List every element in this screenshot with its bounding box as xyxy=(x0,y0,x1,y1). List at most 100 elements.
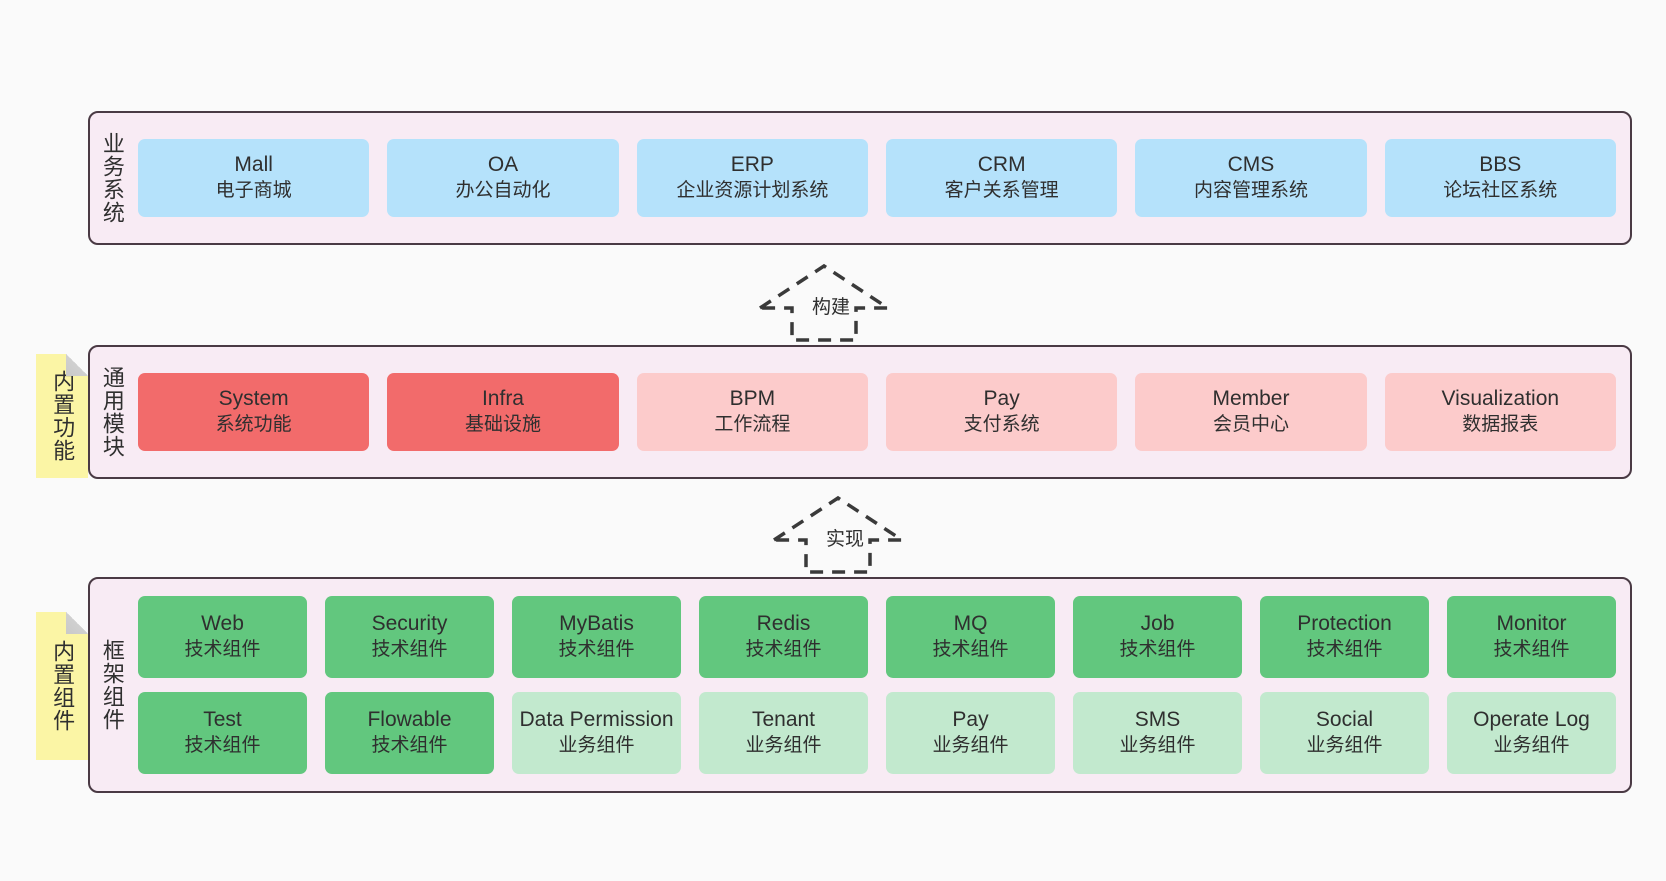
node-box-protection[interactable]: Protection 技术组件 xyxy=(1260,596,1429,678)
node-box-erp[interactable]: ERP 企业资源计划系统 xyxy=(636,139,868,217)
layer-body-business: Mall 电子商城 OA 办公自动化 ERP 企业资源计划系统 CRM 客户关系… xyxy=(134,113,1630,243)
node-box-operate-log[interactable]: Operate Log 业务组件 xyxy=(1447,692,1616,774)
node-subtitle: 业务组件 xyxy=(932,735,1009,757)
layer-body-common: System 系统功能 Infra 基础设施 BPM 工作流程 Pay 支付系统… xyxy=(134,347,1630,477)
node-box-test[interactable]: Test 技术组件 xyxy=(138,692,307,774)
node-title: BBS xyxy=(1479,153,1522,177)
node-title: Job xyxy=(1140,612,1175,636)
node-subtitle: 技术组件 xyxy=(1119,639,1196,661)
node-subtitle: 技术组件 xyxy=(558,639,635,661)
node-box-mybatis[interactable]: MyBatis 技术组件 xyxy=(512,596,681,678)
node-box-sms[interactable]: SMS 业务组件 xyxy=(1073,692,1242,774)
node-title: Mall xyxy=(234,153,273,177)
node-title: Data Permission xyxy=(519,708,674,732)
node-box-crm[interactable]: CRM 客户关系管理 xyxy=(885,139,1118,217)
node-box-security[interactable]: Security 技术组件 xyxy=(325,596,494,678)
layer-title-business: 业务系统 xyxy=(99,132,125,224)
node-title: Web xyxy=(201,612,244,636)
node-title: Pay xyxy=(952,708,989,732)
node-subtitle: 客户关系管理 xyxy=(944,180,1059,202)
node-title: Security xyxy=(371,612,448,636)
node-subtitle: 业务组件 xyxy=(745,735,822,757)
node-title: Flowable xyxy=(367,708,452,732)
sticky-note-builtin-function: 内置功能 xyxy=(36,354,88,478)
node-title: CRM xyxy=(977,153,1026,177)
node-title: Social xyxy=(1315,708,1374,732)
node-title: Test xyxy=(203,708,242,732)
node-box-bbs[interactable]: BBS 论坛社区系统 xyxy=(1384,139,1616,217)
layer-panel-common: 通用模块 System 系统功能 Infra 基础设施 BPM 工作流程 Pay… xyxy=(88,345,1632,479)
arrow-build-label: 构建 xyxy=(812,297,851,318)
node-title: BPM xyxy=(729,387,776,411)
node-subtitle: 论坛社区系统 xyxy=(1443,180,1558,202)
node-subtitle: 技术组件 xyxy=(371,639,448,661)
box-row: Test 技术组件 Flowable 技术组件 Data Permission … xyxy=(138,692,1616,774)
node-box-mq[interactable]: MQ 技术组件 xyxy=(886,596,1055,678)
node-title: Member xyxy=(1212,387,1290,411)
node-subtitle: 技术组件 xyxy=(371,735,448,757)
node-box-oa[interactable]: OA 办公自动化 xyxy=(387,139,619,217)
node-title: Tenant xyxy=(751,708,816,732)
node-box-bpm[interactable]: BPM 工作流程 xyxy=(636,373,868,451)
node-subtitle: 业务组件 xyxy=(558,735,635,757)
node-title: Protection xyxy=(1297,612,1392,636)
node-title: CMS xyxy=(1227,153,1275,177)
node-subtitle: 技术组件 xyxy=(932,639,1009,661)
node-subtitle: 办公自动化 xyxy=(455,180,551,202)
box-row: Mall 电子商城 OA 办公自动化 ERP 企业资源计划系统 CRM 客户关系… xyxy=(138,139,1616,217)
node-box-flowable[interactable]: Flowable 技术组件 xyxy=(325,692,494,774)
node-title: System xyxy=(218,387,289,411)
node-title: Redis xyxy=(756,612,811,636)
node-title: Pay xyxy=(983,387,1020,411)
node-box-infra[interactable]: Infra 基础设施 xyxy=(387,373,619,451)
node-subtitle: 系统功能 xyxy=(215,414,292,436)
node-subtitle: 技术组件 xyxy=(1306,639,1383,661)
node-box-social[interactable]: Social 业务组件 xyxy=(1260,692,1429,774)
node-title: Monitor xyxy=(1496,612,1567,636)
node-title: Visualization xyxy=(1441,387,1560,411)
node-box-monitor[interactable]: Monitor 技术组件 xyxy=(1447,596,1616,678)
node-box-mall[interactable]: Mall 电子商城 xyxy=(138,139,370,217)
box-row: Web 技术组件 Security 技术组件 MyBatis 技术组件 Redi… xyxy=(138,596,1616,678)
layer-title-framework: 框架组件 xyxy=(99,639,125,731)
node-subtitle: 工作流程 xyxy=(714,414,791,436)
node-subtitle: 业务组件 xyxy=(1493,735,1570,757)
node-subtitle: 电子商城 xyxy=(215,180,292,202)
node-box-system[interactable]: System 系统功能 xyxy=(138,373,370,451)
node-box-web[interactable]: Web 技术组件 xyxy=(138,596,307,678)
sticky-note-builtin-component: 内置组件 xyxy=(36,612,88,760)
layer-body-framework: Web 技术组件 Security 技术组件 MyBatis 技术组件 Redi… xyxy=(134,579,1630,791)
node-subtitle: 技术组件 xyxy=(1493,639,1570,661)
node-box-pay-business[interactable]: Pay 业务组件 xyxy=(886,692,1055,774)
node-title: Infra xyxy=(481,387,524,411)
node-subtitle: 内容管理系统 xyxy=(1193,180,1308,202)
node-subtitle: 数据报表 xyxy=(1462,414,1539,436)
node-title: MQ xyxy=(953,612,988,636)
node-box-visualization[interactable]: Visualization 数据报表 xyxy=(1384,373,1616,451)
node-box-member[interactable]: Member 会员中心 xyxy=(1135,373,1367,451)
node-subtitle: 业务组件 xyxy=(1119,735,1196,757)
node-box-job[interactable]: Job 技术组件 xyxy=(1073,596,1242,678)
node-box-data-permission[interactable]: Data Permission 业务组件 xyxy=(512,692,681,774)
node-subtitle: 会员中心 xyxy=(1212,414,1289,436)
node-box-tenant[interactable]: Tenant 业务组件 xyxy=(699,692,868,774)
node-box-pay[interactable]: Pay 支付系统 xyxy=(885,373,1118,451)
node-subtitle: 业务组件 xyxy=(1306,735,1383,757)
box-row: System 系统功能 Infra 基础设施 BPM 工作流程 Pay 支付系统… xyxy=(138,373,1616,451)
node-subtitle: 技术组件 xyxy=(184,735,261,757)
node-title: SMS xyxy=(1134,708,1181,732)
layer-title-common: 通用模块 xyxy=(99,366,125,458)
node-subtitle: 技术组件 xyxy=(745,639,822,661)
node-box-redis[interactable]: Redis 技术组件 xyxy=(699,596,868,678)
node-subtitle: 技术组件 xyxy=(184,639,261,661)
layer-panel-business: 业务系统 Mall 电子商城 OA 办公自动化 ERP 企业资源计划系统 CRM… xyxy=(88,111,1632,245)
node-subtitle: 基础设施 xyxy=(464,414,541,436)
node-subtitle: 企业资源计划系统 xyxy=(676,180,829,202)
node-subtitle: 支付系统 xyxy=(963,414,1040,436)
node-title: MyBatis xyxy=(559,612,634,636)
node-title: ERP xyxy=(730,153,774,177)
node-box-cms[interactable]: CMS 内容管理系统 xyxy=(1135,139,1367,217)
arrow-implement-label: 实现 xyxy=(826,529,865,550)
node-title: OA xyxy=(487,153,519,177)
